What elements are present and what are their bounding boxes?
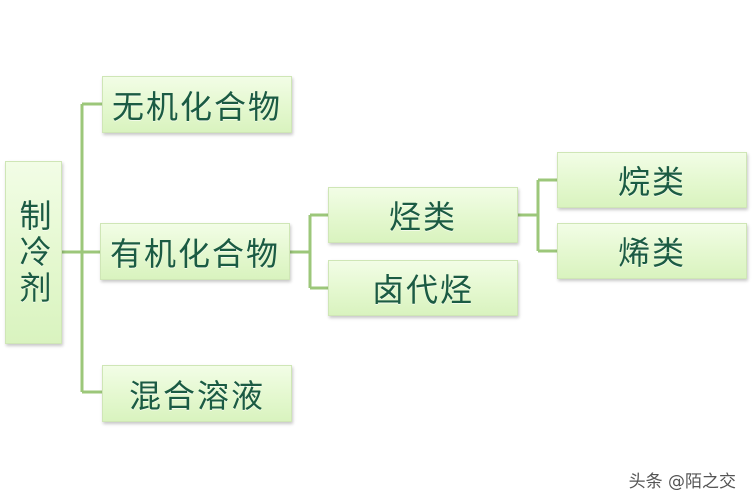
node-halocarbons: 卤代烃 [328,260,518,316]
node-alkanes: 烷类 [557,152,747,208]
watermark-text: 头条 @陌之交 [628,472,736,492]
node-organic-compounds: 有机化合物 [100,223,290,280]
node-mixed-solution: 混合溶液 [102,365,292,422]
root-node-refrigerant: 制冷剂 [5,161,62,344]
node-alkenes: 烯类 [557,223,747,279]
node-hydrocarbons: 烃类 [328,187,518,243]
node-inorganic-compounds: 无机化合物 [102,76,292,133]
